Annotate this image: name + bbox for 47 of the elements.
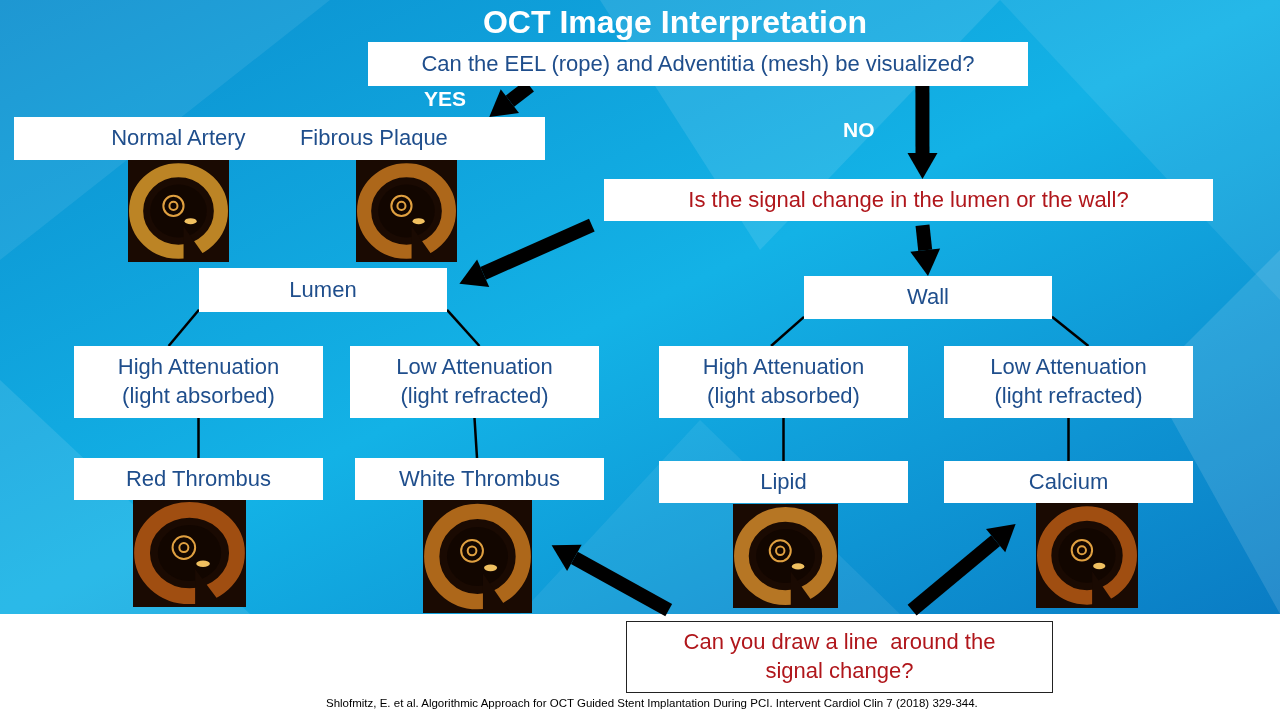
label-box xyxy=(944,461,1193,503)
block-arrow xyxy=(910,224,941,276)
box-text: Red Thrombus xyxy=(125,464,272,493)
box-text: White Thrombus xyxy=(399,464,560,493)
block-arrow xyxy=(551,544,673,617)
label-box xyxy=(804,276,1052,319)
connector-line xyxy=(446,308,481,347)
box-text: Calcium xyxy=(1028,467,1109,496)
connector-line xyxy=(1067,418,1070,461)
label-box xyxy=(74,458,323,500)
label-box xyxy=(355,458,604,500)
box-text: Normal Artery xyxy=(111,124,246,153)
label-box xyxy=(199,268,447,312)
box-text: Lumen xyxy=(289,275,357,304)
box-text: Fibrous Plaque xyxy=(299,124,448,153)
edge-label: NO xyxy=(843,118,875,142)
connector-line xyxy=(782,418,785,461)
label-box xyxy=(944,346,1193,418)
connector-line xyxy=(197,418,200,458)
box-text: Low Attenuation (light refracted) xyxy=(989,353,1148,410)
edge-label: YES xyxy=(424,87,467,111)
block-arrow xyxy=(459,218,595,288)
connector-line xyxy=(1051,315,1090,347)
block-arrow xyxy=(907,86,938,179)
connector-line xyxy=(167,309,200,347)
label-box xyxy=(659,346,908,418)
label-box xyxy=(659,461,908,503)
picture xyxy=(1036,503,1138,608)
box-text: High Attenuation (light absorbed) xyxy=(701,353,866,410)
question-box xyxy=(626,621,1053,693)
label-box xyxy=(368,42,1028,86)
box-text: Low Attenuation (light refracted) xyxy=(395,353,554,410)
box-text: Can you draw a line around the signal change? xyxy=(682,628,997,685)
title: OCT Image Interpretation xyxy=(481,3,868,42)
box-text: Lipid xyxy=(760,467,807,496)
block-arrow xyxy=(907,524,1016,616)
box-text: Can the EEL (rope) and Adventitia (mesh) be visualized? xyxy=(421,49,975,78)
connector-line xyxy=(473,417,479,459)
label-box xyxy=(14,117,545,160)
box-text: Wall xyxy=(907,283,949,312)
question-box xyxy=(604,179,1213,221)
label-box xyxy=(74,346,323,418)
label-box xyxy=(350,346,599,418)
box-text: Is the signal change in the lumen or the wall? xyxy=(688,185,1129,214)
connector-line xyxy=(770,315,805,347)
box-text: High Attenuation (light absorbed) xyxy=(116,353,281,410)
picture xyxy=(423,500,532,613)
